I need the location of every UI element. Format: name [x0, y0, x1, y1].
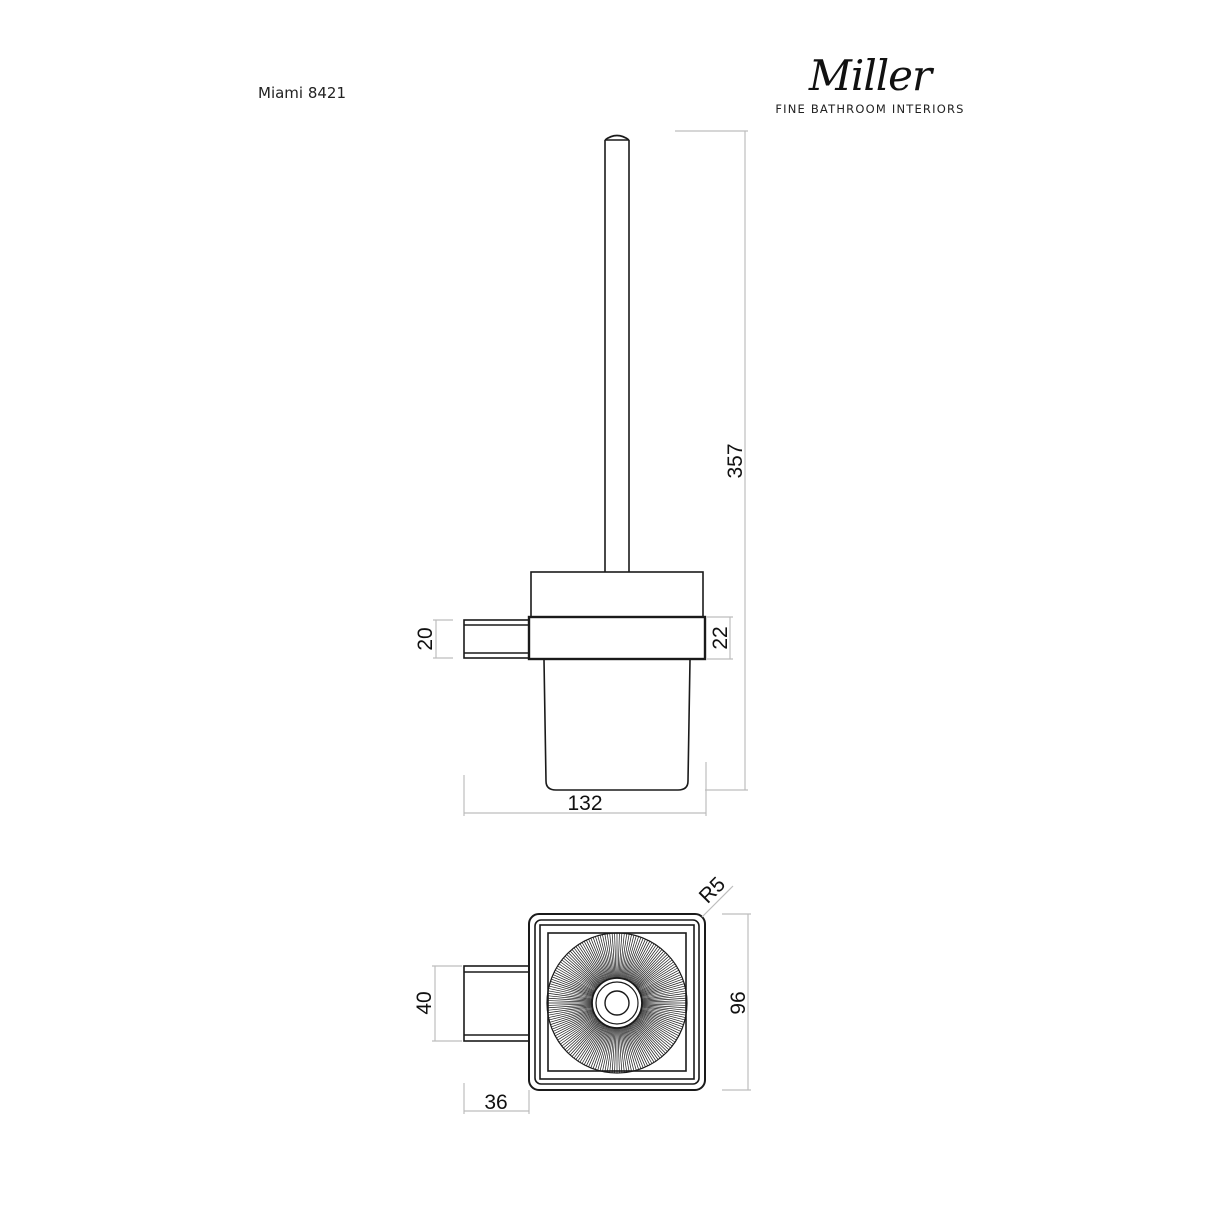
holder-cup	[543, 659, 691, 791]
dim-corner-radius: R5	[695, 873, 730, 908]
top-wall-bracket	[463, 965, 530, 1042]
dim-total-depth: 132	[567, 792, 602, 815]
holder-inner-rim	[534, 919, 700, 1085]
dim-bracket-height: 20	[414, 627, 437, 650]
handle-hub-outer	[591, 977, 643, 1029]
dim-bracket-depth: 36	[484, 1091, 507, 1114]
dim-collar-height: 22	[709, 626, 732, 649]
handle-hub-inner	[604, 990, 630, 1016]
brand-name: Miller	[808, 51, 932, 100]
brand-logo: Miller FINE BATHROOM INTERIORS	[770, 51, 970, 117]
front-view	[463, 134, 707, 791]
top-dimension-lines	[432, 885, 751, 1114]
front-dimension-lines	[433, 130, 748, 816]
dim-bracket-width: 40	[413, 991, 436, 1014]
product-name: Miami 8421	[258, 84, 347, 102]
top-view	[463, 913, 706, 1091]
holder-collar	[527, 615, 707, 661]
holder-lid	[530, 571, 704, 618]
holder-lid-edge	[539, 924, 695, 1080]
brush-bristles	[547, 933, 687, 1073]
dim-holder-width: 96	[727, 991, 750, 1014]
brush-handle	[604, 134, 630, 572]
handle-hub-ring	[595, 981, 639, 1025]
dim-total-height: 357	[724, 443, 747, 478]
bristle-outline	[546, 932, 688, 1074]
brand-tagline: FINE BATHROOM INTERIORS	[775, 102, 965, 116]
wall-bracket	[463, 619, 530, 659]
